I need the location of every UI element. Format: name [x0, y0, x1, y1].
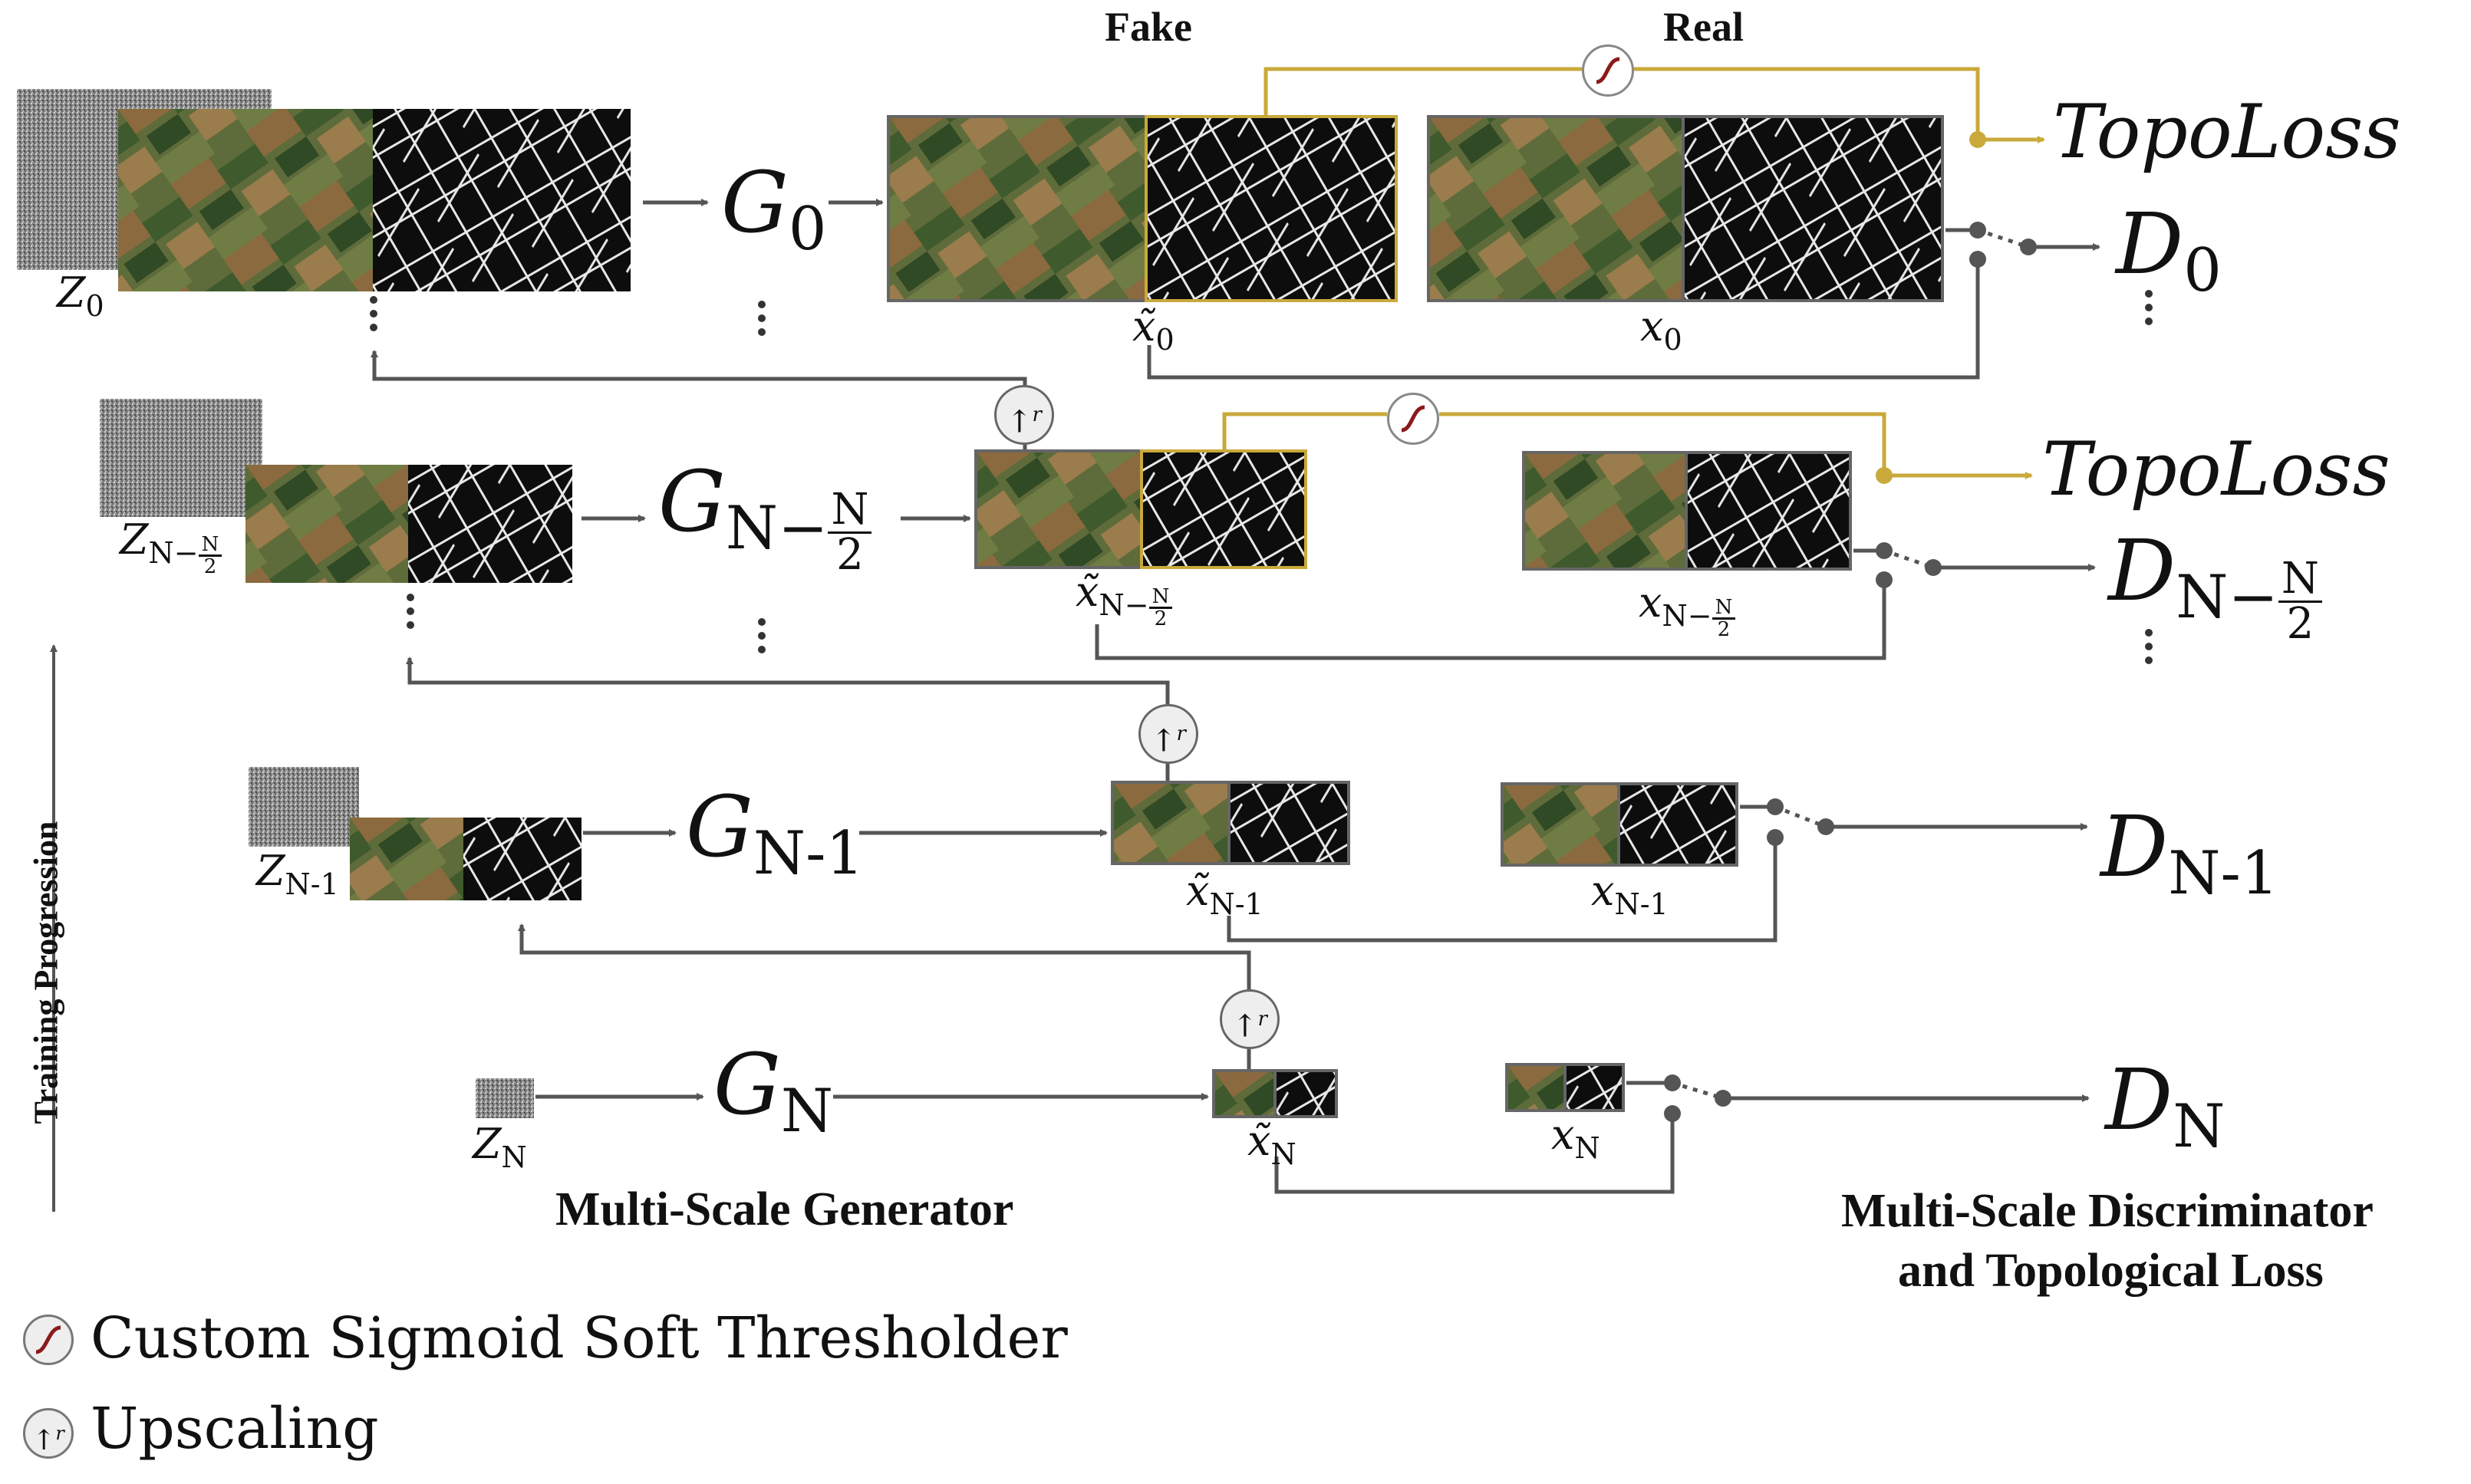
fake-header: Fake: [1105, 4, 1192, 50]
fake-satellite-n: [1212, 1069, 1277, 1118]
real-satellite-n: [1505, 1063, 1567, 1112]
noise-label-n: ZN: [473, 1120, 527, 1174]
switch-dn: [1672, 1081, 1724, 1101]
topo-loss-label-half: TopoLoss: [2042, 426, 2390, 512]
topo-line-fake-0: [1264, 67, 1582, 115]
noise-zn: [476, 1078, 534, 1118]
topo-junction-0: [1969, 131, 1986, 148]
input-satellite-half: [245, 465, 410, 583]
feedback-fake-0: [1147, 259, 1980, 380]
real-mask-n1: [1617, 782, 1738, 867]
fake-mask-n1: [1227, 781, 1350, 865]
switch-d0: [1977, 228, 2029, 249]
ellipsis-discriminator-0: [2145, 290, 2153, 331]
upscaling-node-n1: ↑r: [1220, 989, 1280, 1049]
fake-mask-half: [1140, 449, 1307, 569]
real-label-n: xN: [1551, 1111, 1600, 1165]
ellipsis-discriminator-half: [2145, 629, 2153, 670]
feedback-dot-half: [1876, 571, 1893, 588]
real-mask-0: [1682, 115, 1944, 302]
noise-zn1: [249, 767, 359, 847]
discriminator-d-n1: DN-1: [2100, 798, 2279, 908]
upscale-n1-to-input: [518, 923, 1251, 989]
generator-caption: Multi-Scale Generator: [555, 1183, 1014, 1236]
discriminator-caption-line1: Multi-Scale Discriminator: [1841, 1185, 2374, 1237]
input-satellite-0: [118, 109, 374, 291]
real-mask-n: [1563, 1063, 1625, 1112]
upscale-0-to-input: [371, 350, 1027, 385]
topo-line-fake-half: [1222, 412, 1387, 449]
feedback-dot-n1: [1767, 829, 1784, 846]
ellipsis-input-0: [370, 296, 377, 337]
legend-sigmoid-label: Custom Sigmoid Soft Thresholder: [91, 1305, 1068, 1371]
switch-dhalf: [1883, 548, 1934, 570]
topo-line-real-0: [1634, 67, 2045, 143]
noise-label-0: Z0: [57, 268, 104, 323]
upscaling-node-half: ↑r: [1138, 704, 1198, 764]
generator-gn: GN: [713, 1035, 834, 1146]
feedback-dot-n: [1664, 1105, 1681, 1122]
ellipsis-generator-0: [758, 301, 766, 342]
generator-g-n1: GN-1: [686, 778, 865, 888]
input-mask-0: [373, 109, 631, 291]
discriminator-caption-line2: and Topological Loss: [1898, 1245, 2324, 1297]
real-satellite-0: [1427, 115, 1685, 302]
real-satellite-half: [1522, 451, 1688, 571]
sigmoid-icon: [23, 1315, 74, 1365]
feedback-fake-n: [1274, 1114, 1675, 1194]
real-satellite-n1: [1501, 782, 1620, 867]
fake-satellite-n1: [1111, 781, 1231, 865]
input-mask-n1: [463, 818, 582, 900]
fake-satellite-0: [887, 115, 1148, 302]
upscaling-icon: ↑r: [23, 1408, 74, 1459]
connector-paths: [50, 67, 2100, 1212]
fake-satellite-half: [974, 449, 1143, 569]
feedback-fake-n1: [1227, 837, 1777, 943]
fake-label-n1: x̃N-1: [1186, 867, 1264, 921]
ellipsis-input-half: [407, 594, 414, 635]
real-label-0: x0: [1640, 302, 1682, 357]
topo-junction-half: [1876, 467, 1893, 484]
noise-label-n1: ZN-1: [256, 847, 339, 901]
ellipsis-generator-half: [758, 618, 766, 660]
noise-zhalf: [100, 399, 262, 517]
switch-dn1: [1774, 805, 1827, 829]
upscaling-node-0: ↑r: [994, 385, 1054, 445]
real-header: Real: [1663, 4, 1744, 50]
upscale-half-to-input: [406, 656, 1170, 704]
discriminator-d0: D0: [2116, 195, 2222, 305]
input-mask-half: [408, 465, 572, 583]
legend-upscaling-label: Upscaling: [91, 1396, 379, 1462]
fake-mask-0: [1145, 115, 1398, 302]
real-mask-half: [1685, 451, 1852, 571]
real-label-n1: xN-1: [1591, 867, 1669, 921]
discriminator-dn: DN: [2105, 1051, 2226, 1161]
fake-mask-n: [1273, 1069, 1338, 1118]
fake-label-n: x̃N: [1247, 1117, 1296, 1171]
generator-g0: G0: [721, 153, 827, 264]
sigmoid-node-half: [1387, 393, 1439, 445]
input-satellite-n1: [350, 818, 465, 900]
training-progression-label: Training Progression: [27, 821, 65, 1124]
feedback-fake-half: [1095, 580, 1886, 660]
topo-loss-label-0: TopoLoss: [2053, 89, 2401, 175]
feedback-dot-0: [1969, 251, 1986, 268]
fake-label-0: x̃0: [1132, 302, 1175, 357]
topo-line-real-half: [1439, 412, 2033, 479]
sigmoid-node-0: [1582, 44, 1634, 97]
